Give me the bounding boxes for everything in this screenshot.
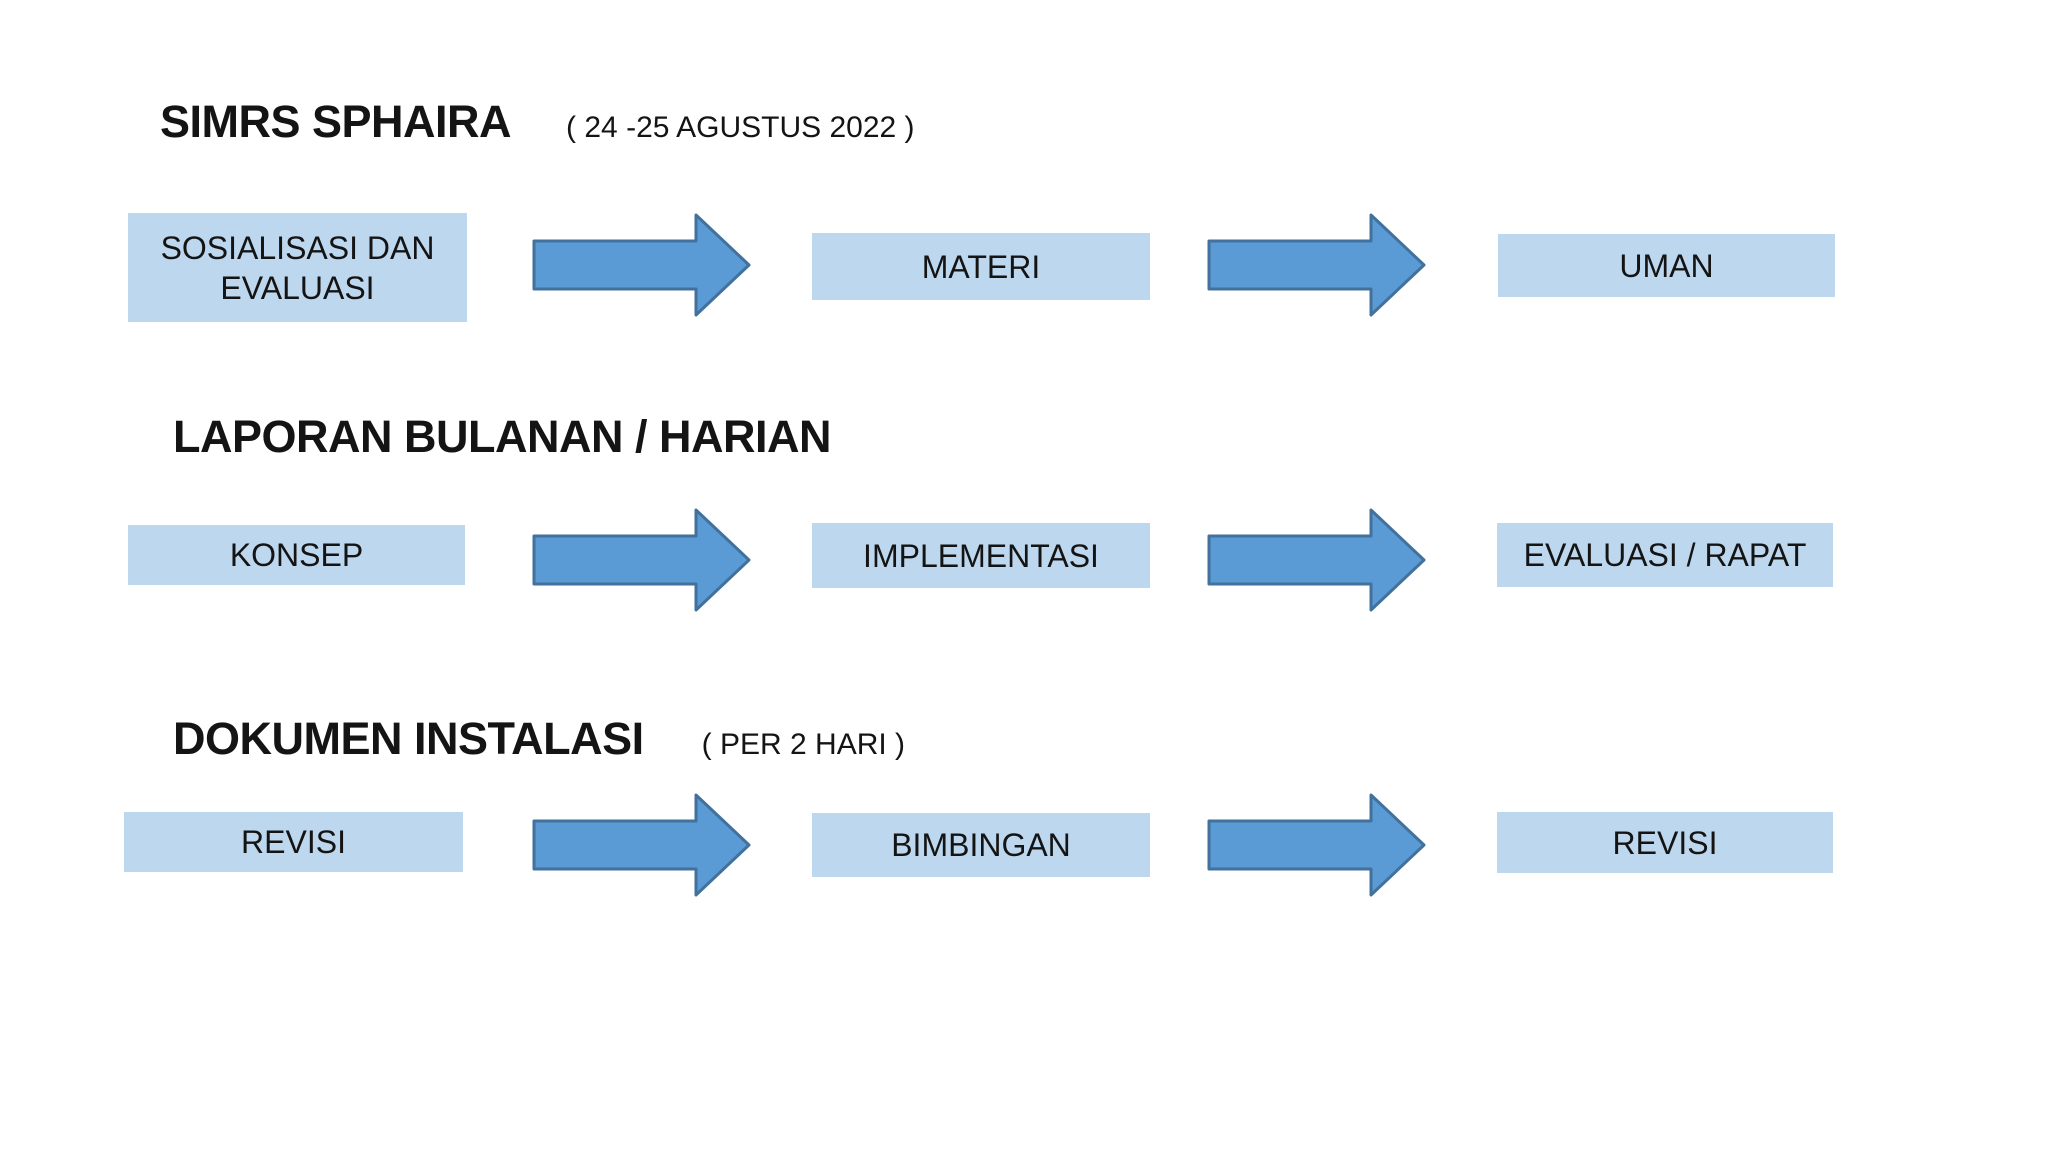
step-box: BIMBINGAN [812, 813, 1150, 877]
row-heading: DOKUMEN INSTALASI ( PER 2 HARI ) [173, 713, 905, 765]
step-box: EVALUASI / RAPAT [1497, 523, 1833, 587]
step-box: KONSEP [128, 525, 465, 585]
arrow-right-icon [532, 792, 752, 898]
step-label: KONSEP [229, 537, 364, 573]
row-title: SIMRS SPHAIRA [160, 96, 512, 147]
step-label: REVISI [1612, 824, 1718, 861]
step-box: IMPLEMENTASI [812, 523, 1150, 588]
row-title: LAPORAN BULANAN / HARIAN [173, 411, 831, 462]
step-label: SOSIALISASI DAN EVALUASI [160, 229, 435, 306]
row-heading: SIMRS SPHAIRA ( 24 -25 AGUSTUS 2022 ) [160, 96, 915, 148]
step-label: BIMBINGAN [891, 827, 1071, 863]
arrow-right-icon [532, 507, 752, 613]
arrow-right-icon [1207, 212, 1427, 318]
step-label: IMPLEMENTASI [863, 537, 1099, 574]
step-box: REVISI [1497, 812, 1833, 873]
step-box: MATERI [812, 233, 1150, 300]
row-subtitle: ( PER 2 HARI ) [701, 728, 906, 761]
step-label: MATERI [921, 248, 1041, 285]
row-heading: LAPORAN BULANAN / HARIAN [173, 411, 831, 463]
step-label: UMAN [1619, 247, 1714, 284]
row-subtitle: ( 24 -25 AGUSTUS 2022 ) [566, 111, 915, 144]
step-box: REVISI [124, 812, 463, 872]
step-box: SOSIALISASI DAN EVALUASI [128, 213, 467, 322]
arrow-right-icon [532, 212, 752, 318]
step-box: UMAN [1498, 234, 1835, 297]
arrow-right-icon [1207, 792, 1427, 898]
step-label: EVALUASI / RAPAT [1523, 537, 1807, 573]
arrow-right-icon [1207, 507, 1427, 613]
row-title: DOKUMEN INSTALASI [173, 713, 644, 764]
step-label: REVISI [241, 824, 346, 860]
